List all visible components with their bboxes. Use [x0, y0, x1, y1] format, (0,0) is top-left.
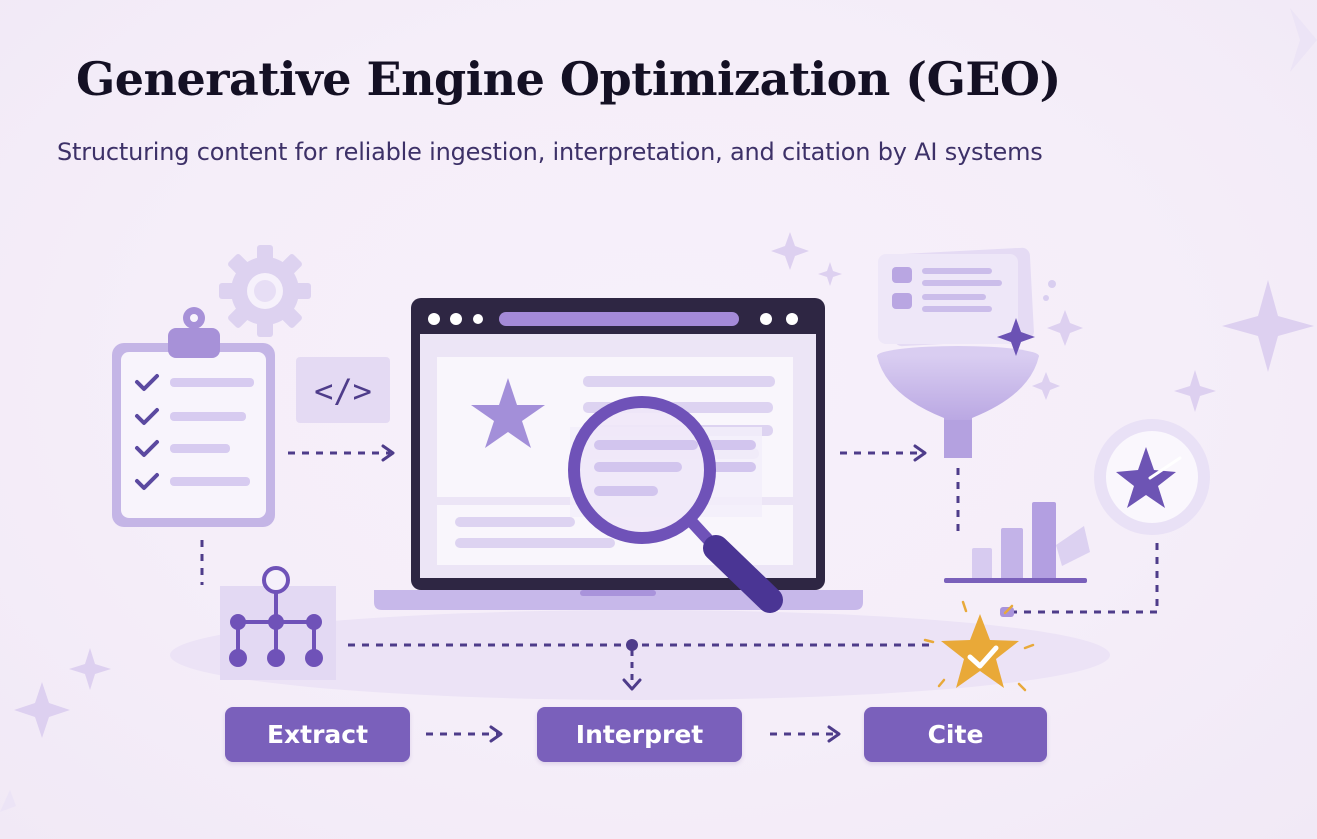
gear-icon	[219, 245, 311, 337]
sparkle-icon	[0, 8, 1317, 812]
code-tag-text: </>	[314, 372, 372, 410]
page-title: Generative Engine Optimization (GEO)	[76, 52, 1061, 106]
bar-chart-icon	[944, 502, 1090, 583]
magnifier-icon	[568, 396, 783, 613]
flow-connector	[348, 643, 935, 691]
flow-arrow	[288, 444, 395, 462]
step-cite: Cite	[864, 707, 1047, 762]
step-extract: Extract	[225, 707, 410, 762]
flow-arrow	[840, 444, 927, 462]
connector-node	[626, 639, 638, 651]
clipboard-checklist-icon	[112, 307, 275, 527]
document-cards-icon	[878, 247, 1056, 347]
flow-connector	[1012, 543, 1159, 614]
code-icon: </>	[296, 357, 390, 423]
star-badge-icon	[1094, 419, 1210, 535]
flow-arrow	[426, 725, 841, 743]
floor-glow	[170, 610, 1110, 700]
gold-star-check-icon	[923, 600, 1035, 692]
page-subtitle: Structuring content for reliable ingesti…	[57, 138, 1043, 166]
step-interpret: Interpret	[537, 707, 742, 762]
funnel-icon	[877, 318, 1039, 458]
hierarchy-icon	[220, 566, 336, 680]
